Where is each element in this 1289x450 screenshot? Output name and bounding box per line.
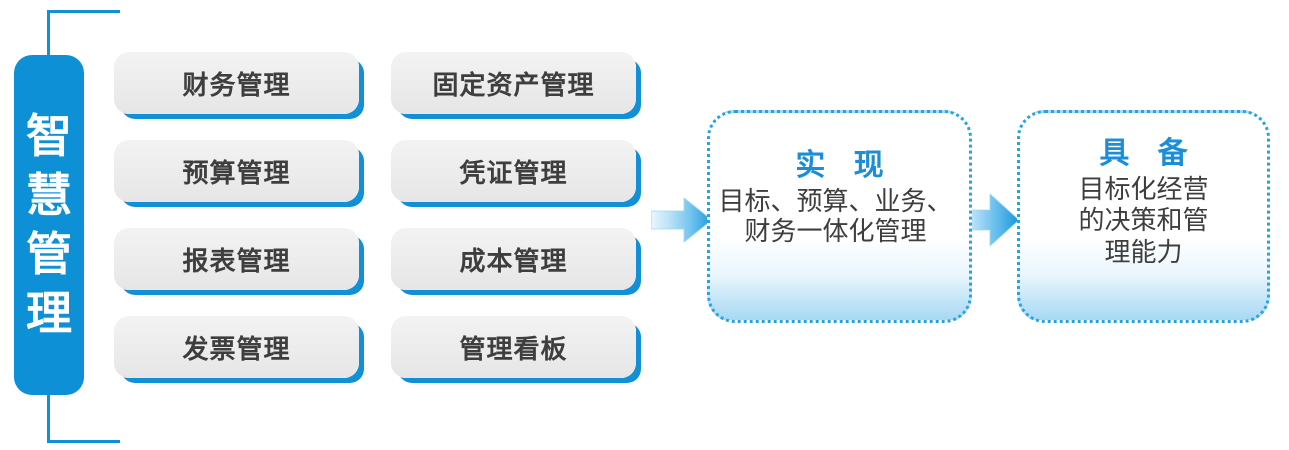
panel-title: 具 备 <box>1099 137 1198 170</box>
module-label: 固定资产管理 <box>432 69 595 100</box>
panel-body-line: 目标化经营 <box>1078 173 1209 204</box>
pillar-char-2: 慧 <box>26 169 72 222</box>
module-label: 报表管理 <box>182 245 291 276</box>
bracket-bottom-line <box>47 394 120 443</box>
module-box-cost[interactable]: 成本管理 <box>391 228 636 290</box>
panel-body: 目标、预算、业务、 财务一体化管理 <box>710 186 969 247</box>
panel-body-line: 财务一体化管理 <box>744 216 927 247</box>
panel-body-line: 理能力 <box>1104 236 1183 267</box>
module-label: 凭证管理 <box>459 157 568 188</box>
module-box-report[interactable]: 报表管理 <box>114 228 359 290</box>
pillar-char-3: 管 <box>26 228 72 280</box>
panel-body-line: 目标、预算、业务、 <box>718 185 953 216</box>
outcome-panel-realize[interactable]: 实 现 目标、预算、业务、 财务一体化管理 <box>707 110 972 323</box>
module-label: 管理看板 <box>459 333 568 364</box>
bracket-top-line <box>47 10 120 61</box>
module-label: 发票管理 <box>182 333 291 364</box>
module-label: 预算管理 <box>182 157 291 188</box>
panel-content: 实 现 目标、预算、业务、 财务一体化管理 <box>710 149 969 247</box>
panel-body: 目标化经营 的决策和管 理能力 <box>1020 174 1267 269</box>
module-box-fixed-assets[interactable]: 固定资产管理 <box>391 52 636 114</box>
pillar-smart-management[interactable]: 智 慧 管 理 <box>14 55 84 395</box>
module-box-voucher[interactable]: 凭证管理 <box>391 140 636 202</box>
module-grid: 财务管理 固定资产管理 预算管理 凭证管理 报表管理 成本管理 发票管理 管理看… <box>114 52 654 398</box>
module-box-finance[interactable]: 财务管理 <box>114 52 359 114</box>
module-box-invoice[interactable]: 发票管理 <box>114 316 359 378</box>
module-box-dashboard[interactable]: 管理看板 <box>391 316 636 378</box>
panel-body-line: 的决策和管 <box>1078 205 1209 236</box>
panel-title: 实 现 <box>795 149 894 182</box>
module-label: 成本管理 <box>459 245 568 276</box>
module-label: 财务管理 <box>182 69 291 100</box>
pillar-char-4: 理 <box>26 286 72 339</box>
panel-content: 具 备 目标化经营 的决策和管 理能力 <box>1020 137 1267 269</box>
outcome-panel-equip[interactable]: 具 备 目标化经营 的决策和管 理能力 <box>1017 110 1270 323</box>
module-box-budget[interactable]: 预算管理 <box>114 140 359 202</box>
pillar-char-1: 智 <box>26 110 72 163</box>
